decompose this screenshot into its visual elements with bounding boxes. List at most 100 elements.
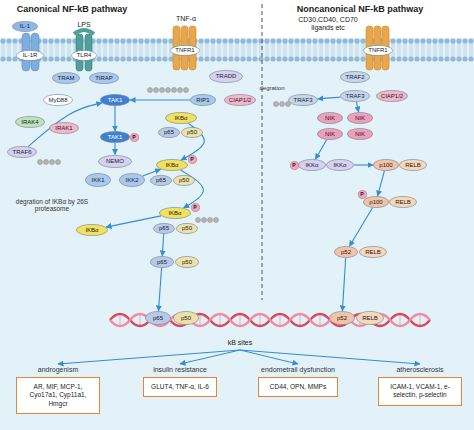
protein-ellipse: IKBα bbox=[159, 207, 191, 219]
disease-heading: insulin resistance bbox=[143, 366, 217, 374]
node-text: IKKα bbox=[305, 162, 318, 168]
node-text: IKK2 bbox=[125, 177, 138, 183]
node-text: TRAM bbox=[58, 75, 75, 81]
protein-ellipse: CIAP1/2 bbox=[224, 94, 256, 106]
annotation-label: CD30,CD40, CD70 ligands etc bbox=[295, 16, 361, 32]
node-text: IKBα bbox=[85, 227, 98, 233]
node-text: TAK1 bbox=[108, 97, 123, 103]
node-text: TRAF3 bbox=[293, 97, 312, 103]
node-text: TRADD bbox=[216, 73, 237, 79]
protein-ellipse: TRAF3 bbox=[340, 90, 370, 102]
gene-list: AR, MIF, MCP-1, Cyo17a1, Cyp11a1, Hmgcr bbox=[20, 383, 96, 408]
il1-receptor bbox=[22, 33, 39, 71]
gene-list: ICAM-1, VCAM-1, e-selectin, p-selectin bbox=[382, 383, 458, 400]
node-text: P bbox=[190, 157, 193, 162]
node-text: p50 bbox=[187, 129, 197, 135]
gene-list: CD44, OPN, MMPs bbox=[262, 383, 334, 391]
node-text: IL-1R bbox=[23, 52, 38, 58]
protein-ellipse: NEMO bbox=[98, 155, 132, 168]
protein-ellipse: TRAF2 bbox=[340, 71, 370, 83]
node-text: RIP1 bbox=[196, 97, 209, 103]
disease-heading: androgenism bbox=[16, 366, 100, 374]
protein-ellipse: IKBα bbox=[76, 224, 108, 236]
phosphate-circle: P bbox=[130, 133, 139, 142]
signal-arrow bbox=[162, 233, 163, 256]
node-text: TRAF2 bbox=[345, 74, 364, 80]
protein-ellipse: MyD88 bbox=[43, 94, 73, 106]
protein-ellipse: CIAP1/2 bbox=[376, 90, 408, 102]
protein-ellipse: NIK bbox=[347, 128, 373, 140]
tnfr1-receptor bbox=[173, 26, 196, 70]
node-text: p52 bbox=[337, 315, 347, 321]
receptor-label: IL-1R bbox=[16, 50, 44, 61]
node-text: NIK bbox=[325, 131, 335, 137]
node-text: TRAF6 bbox=[12, 149, 31, 155]
protein-ellipse: IRAK1 bbox=[49, 122, 79, 134]
gene-box: androgenismAR, MIF, MCP-1, Cyo17a1, Cyp1… bbox=[16, 366, 100, 414]
annotation-label: kB sites bbox=[228, 339, 253, 347]
protein-ellipse: p100 bbox=[363, 196, 389, 208]
panel-title: Canonical NF-kB pathway bbox=[17, 4, 128, 14]
node-text: CIAP1/2 bbox=[381, 93, 403, 99]
protein-ellipse: RELB bbox=[389, 196, 417, 208]
node-text: NIK bbox=[355, 115, 365, 121]
signal-arrow bbox=[181, 123, 204, 160]
node-text: P bbox=[292, 163, 295, 168]
protein-ellipse: IKK1 bbox=[85, 173, 111, 187]
protein-ellipse: IKBα bbox=[165, 112, 197, 124]
protein-ellipse: RIP1 bbox=[190, 94, 216, 106]
protein-ellipse: p65 bbox=[150, 175, 172, 186]
phosphate-circle: P bbox=[290, 161, 299, 170]
signal-arrow bbox=[378, 171, 385, 196]
cell-membrane bbox=[0, 38, 474, 62]
disease-heading: atherosclerosis bbox=[378, 366, 462, 374]
node-text: RELB bbox=[362, 315, 378, 321]
phosphate-circle: P bbox=[358, 190, 367, 199]
gene-list-border: AR, MIF, MCP-1, Cyo17a1, Cyp11a1, Hmgcr bbox=[16, 377, 100, 414]
node-text: TNFR1 bbox=[368, 47, 387, 53]
protein-ellipse: p65 bbox=[158, 127, 180, 138]
node-text: TLR4 bbox=[77, 52, 92, 58]
protein-ellipse: IKK2 bbox=[119, 173, 145, 187]
node-text: p65 bbox=[164, 129, 174, 135]
protein-ellipse: TRAF6 bbox=[7, 146, 37, 158]
annotation-label: degration bbox=[259, 85, 284, 92]
signal-arrow bbox=[356, 102, 358, 112]
signal-arrow bbox=[130, 99, 190, 100]
protein-ellipse: TRAF3 bbox=[288, 94, 318, 106]
signal-arrow bbox=[349, 208, 372, 246]
node-text: TIRAP bbox=[95, 75, 113, 81]
protein-ellipse: p65 bbox=[145, 311, 171, 325]
node-text: IL-1 bbox=[20, 23, 30, 29]
pathway-divider bbox=[262, 4, 263, 300]
protein-ellipse: RELB bbox=[356, 311, 384, 325]
protein-ellipse: p50 bbox=[175, 256, 199, 268]
target-gene-arrows bbox=[58, 350, 420, 364]
node-text: p65 bbox=[159, 225, 169, 231]
node-text: p100 bbox=[379, 162, 392, 168]
panel-title: Noncanonical NF-kB pathway bbox=[297, 4, 424, 14]
node-text: TAK1 bbox=[108, 134, 123, 140]
node-text: p50 bbox=[181, 315, 191, 321]
node-text: p65 bbox=[157, 259, 167, 265]
node-text: p52 bbox=[341, 249, 351, 255]
node-text: p50 bbox=[179, 177, 189, 183]
protein-ellipse: p50 bbox=[176, 223, 198, 234]
protein-ellipse: IRAK4 bbox=[15, 116, 45, 128]
protein-ellipse: IKBα bbox=[156, 159, 188, 171]
signal-arrow bbox=[342, 258, 345, 311]
protein-ellipse: TIRAP bbox=[89, 72, 119, 84]
node-text: p65 bbox=[156, 177, 166, 183]
gene-list-border: GLUT4, TNF-α, IL-6 bbox=[143, 377, 217, 397]
protein-ellipse: p52 bbox=[329, 311, 355, 325]
gene-list-border: ICAM-1, VCAM-1, e-selectin, p-selectin bbox=[378, 377, 462, 406]
node-text: RELB bbox=[365, 249, 381, 255]
phosphate-circle: P bbox=[191, 203, 200, 212]
protein-ellipse: p52 bbox=[334, 246, 358, 258]
node-text: p100 bbox=[369, 199, 382, 205]
receptor-label: TLR4 bbox=[71, 50, 97, 61]
receptor-label: TNFR1 bbox=[170, 45, 200, 56]
protein-ellipse: p100 bbox=[373, 159, 399, 171]
node-text: TNFR1 bbox=[175, 47, 194, 53]
